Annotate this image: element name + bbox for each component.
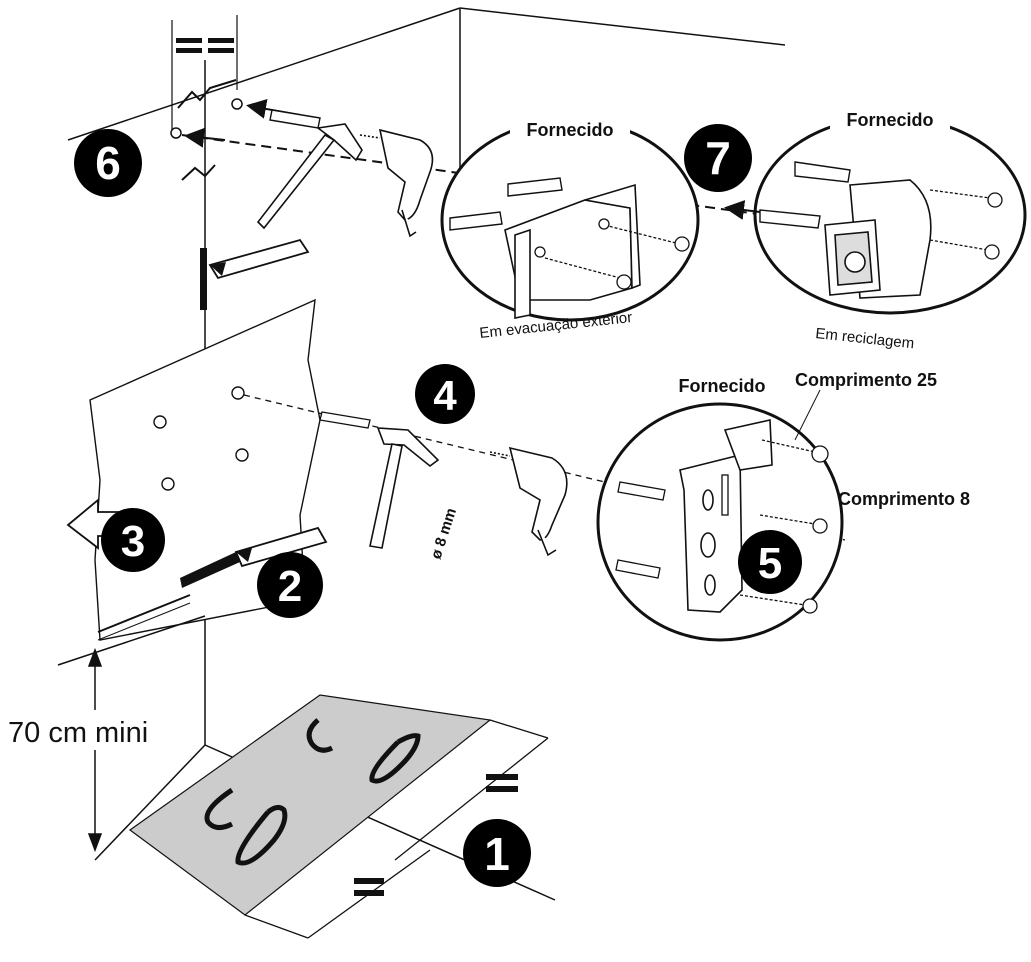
pencil-top-icon <box>200 238 310 310</box>
svg-text:2: 2 <box>278 562 302 611</box>
equal-mark-floor-front <box>354 878 384 896</box>
svg-text:4: 4 <box>433 372 457 419</box>
floor-dimension-lines <box>244 719 549 939</box>
plug-icons <box>449 177 563 231</box>
equal-mark-floor-right <box>486 774 518 792</box>
pencil-bottom-icon <box>180 526 328 588</box>
drill-diameter-label: ø 8 mm <box>428 506 460 561</box>
step-badge-1: 1 <box>463 819 531 887</box>
step-badge-7: 7 <box>684 124 752 192</box>
drill-middle-icon <box>489 446 568 557</box>
svg-text:3: 3 <box>121 517 145 566</box>
supplied-label-left: Fornecido <box>526 120 613 140</box>
svg-text:7: 7 <box>705 132 731 184</box>
step6-holes <box>170 98 243 139</box>
svg-text:6: 6 <box>95 137 121 189</box>
step-badge-5: 5 <box>738 530 802 594</box>
hammer-middle-icon <box>369 427 440 549</box>
detail-circle-exterior: Fornecido <box>440 118 700 322</box>
supplied-label-right: Fornecido <box>846 110 933 130</box>
hammer-top-icon <box>256 123 363 230</box>
step-badge-6: 6 <box>74 129 142 197</box>
step-badge-2: 2 <box>257 552 323 618</box>
wall-plug-middle <box>319 411 371 429</box>
min-height-label: 70 cm mini <box>8 717 148 749</box>
length-8-label: Comprimento 8 <box>838 489 970 509</box>
step-badge-3: 3 <box>101 508 165 572</box>
length-25-label: Comprimento 25 <box>795 370 937 390</box>
detail-circle-bracket: Fornecido <box>596 375 844 642</box>
svg-text:1: 1 <box>484 828 510 880</box>
mode-recycling-label: Em reciclagem <box>815 325 915 352</box>
drill-top-icon <box>359 128 434 238</box>
supplied-label-bracket: Fornecido <box>678 376 765 396</box>
equal-marks-top <box>176 38 234 53</box>
top-guide-lines <box>171 15 238 130</box>
floor-template <box>128 694 492 916</box>
step-badge-4: 4 <box>415 364 475 424</box>
svg-text:5: 5 <box>758 539 782 588</box>
wall-plug-top <box>269 109 321 129</box>
tear-marks <box>177 79 237 181</box>
screw-icons <box>534 218 690 290</box>
detail-circle-recycling: Fornecido <box>753 108 1027 315</box>
